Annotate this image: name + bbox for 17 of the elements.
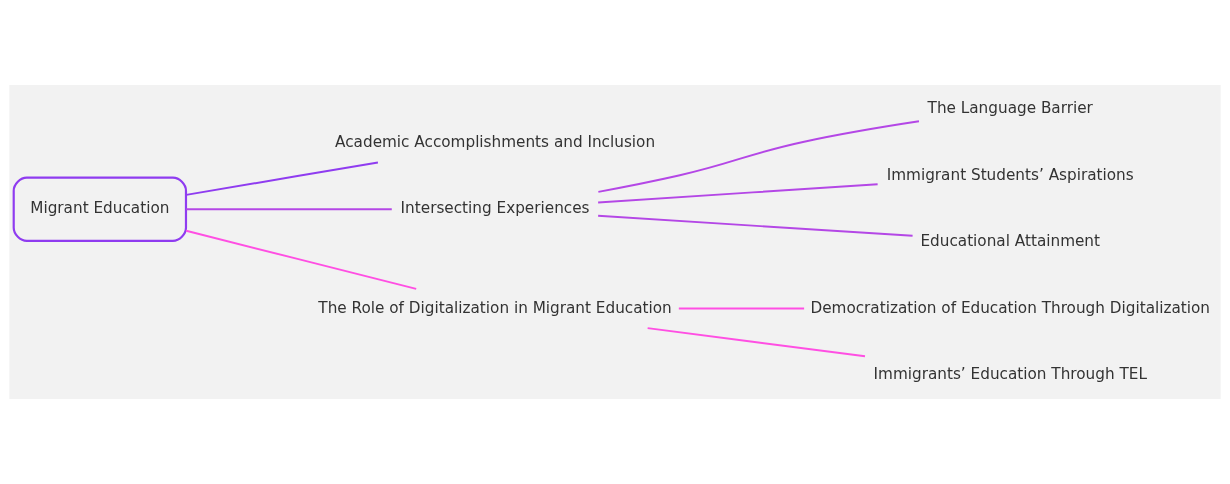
connector	[597, 214, 914, 237]
node-text: Immigrants’ Education Through TEL	[873, 365, 1147, 384]
connector	[185, 161, 379, 196]
node-text: The Language Barrier	[927, 99, 1093, 118]
connector	[597, 120, 920, 193]
connector	[677, 307, 806, 310]
connector	[597, 183, 879, 204]
node-text: The Role of Digitalization in Migrant Education	[318, 298, 672, 317]
node-text: Immigrant Students’ Aspirations	[886, 165, 1134, 184]
node-text: Intersecting Experiences	[400, 199, 590, 218]
node-text: Democratization of Education Through Digitalization	[810, 298, 1211, 317]
node-text: Educational Attainment	[920, 232, 1101, 251]
connector	[185, 229, 418, 290]
connector	[185, 208, 393, 211]
node-box: Migrant Education	[12, 176, 188, 242]
node-text: Academic Accomplishments and Inclusion	[335, 132, 656, 151]
connector	[646, 327, 866, 358]
